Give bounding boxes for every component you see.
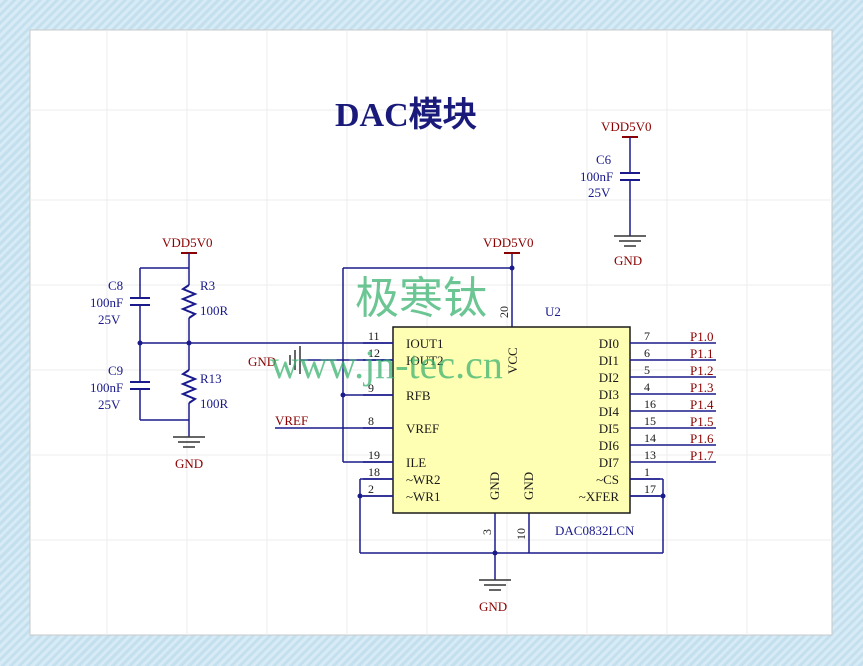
r3-zigzag bbox=[180, 284, 198, 319]
right-pin-name: DI7 bbox=[599, 455, 620, 470]
watermark-line2: www.jn-tec.cn bbox=[270, 342, 503, 387]
right-pin-number: 17 bbox=[644, 482, 656, 496]
vdd-label-mid: VDD5V0 bbox=[483, 235, 534, 250]
c8-ref: C8 bbox=[108, 278, 123, 293]
gnd2-pin-number: 10 bbox=[514, 528, 528, 540]
gnd-label-right: GND bbox=[614, 253, 642, 268]
net-label: P1.7 bbox=[690, 448, 714, 463]
divider-network: VDD5V0 C8 100nF 25V R3 100R C9 100nF 25V bbox=[90, 235, 229, 471]
grid bbox=[30, 30, 832, 635]
right-pin-name: DI4 bbox=[599, 404, 620, 419]
gnd-label-left: GND bbox=[175, 456, 203, 471]
vref-net-label: VREF bbox=[275, 413, 308, 428]
net-label: P1.6 bbox=[690, 431, 714, 446]
right-pin-name: DI6 bbox=[599, 438, 620, 453]
right-pin-number: 15 bbox=[644, 414, 656, 428]
c8-value: 100nF bbox=[90, 295, 123, 310]
left-pin-number: 9 bbox=[368, 381, 374, 395]
gnd-label-bottom: GND bbox=[479, 599, 507, 614]
chip-body bbox=[392, 326, 631, 514]
right-pin-number: 6 bbox=[644, 346, 650, 360]
right-pin-name: DI0 bbox=[599, 336, 619, 351]
left-pin-number: 2 bbox=[368, 482, 374, 496]
r13-zigzag bbox=[180, 369, 198, 404]
right-pin-number: 16 bbox=[644, 397, 656, 411]
left-pin-name: VREF bbox=[406, 421, 439, 436]
left-pin-name: IOUT2 bbox=[406, 353, 444, 368]
left-pin-number: 19 bbox=[368, 448, 380, 462]
left-pin-name: ILE bbox=[406, 455, 426, 470]
c6-voltage: 25V bbox=[588, 185, 611, 200]
gnd-symbol-bottom bbox=[479, 579, 511, 591]
right-pin-name: DI3 bbox=[599, 387, 619, 402]
gnd-symbol-right bbox=[614, 235, 646, 247]
r13-value: 100R bbox=[200, 396, 229, 411]
net-label: P1.0 bbox=[690, 329, 713, 344]
gnd-symbol-left bbox=[173, 436, 205, 448]
right-pin-number: 13 bbox=[644, 448, 656, 462]
net-label: P1.2 bbox=[690, 363, 713, 378]
c6-group: VDD5V0 C6 100nF 25V GND bbox=[580, 119, 652, 268]
c9-ref: C9 bbox=[108, 363, 123, 378]
vdd-label-left: VDD5V0 bbox=[162, 235, 213, 250]
right-pin-number: 14 bbox=[644, 431, 656, 445]
vcc-pin-name: VCC bbox=[505, 347, 520, 374]
r3-value: 100R bbox=[200, 303, 229, 318]
vcc-pin-number: 20 bbox=[497, 306, 511, 318]
net-label: P1.1 bbox=[690, 346, 713, 361]
right-pin-name: DI1 bbox=[599, 353, 619, 368]
junction-dots bbox=[340, 265, 666, 556]
chip-ref: U2 bbox=[545, 304, 561, 319]
gnd1-pin-name: GND bbox=[487, 472, 502, 500]
right-pin-name: DI2 bbox=[599, 370, 619, 385]
chip-part: DAC0832LCN bbox=[555, 523, 635, 538]
c9-value: 100nF bbox=[90, 380, 123, 395]
right-pin-name: ~CS bbox=[596, 472, 619, 487]
gnd-pin-symbol bbox=[289, 346, 301, 374]
r13-ref: R13 bbox=[200, 371, 222, 386]
net-label: P1.3 bbox=[690, 380, 713, 395]
left-pin-name: ~WR1 bbox=[406, 489, 440, 504]
left-pin-number: 12 bbox=[368, 346, 380, 360]
left-pin-name: ~WR2 bbox=[406, 472, 440, 487]
net-label: P1.5 bbox=[690, 414, 713, 429]
gnd1-pin-number: 3 bbox=[480, 529, 494, 535]
left-pin-number: 8 bbox=[368, 414, 374, 428]
r3-ref: R3 bbox=[200, 278, 215, 293]
left-pin-number: 18 bbox=[368, 465, 380, 479]
right-pin-number: 7 bbox=[644, 329, 650, 343]
right-pin-number: 1 bbox=[644, 465, 650, 479]
gnd2-pin-name: GND bbox=[521, 472, 536, 500]
left-pin-name: RFB bbox=[406, 388, 431, 403]
left-pin-name: IOUT1 bbox=[406, 336, 444, 351]
c6-ref: C6 bbox=[596, 152, 612, 167]
watermark-line1: 极寒钛 bbox=[355, 274, 487, 323]
net-label: P1.4 bbox=[690, 397, 714, 412]
c8-voltage: 25V bbox=[98, 312, 121, 327]
right-pin-number: 4 bbox=[644, 380, 650, 394]
gnd-pin-label: GND bbox=[248, 354, 276, 369]
right-pin-name: ~XFER bbox=[579, 489, 620, 504]
right-pin-number: 5 bbox=[644, 363, 650, 377]
left-pin-number: 11 bbox=[368, 329, 380, 343]
c9-voltage: 25V bbox=[98, 397, 121, 412]
vdd-label-right: VDD5V0 bbox=[601, 119, 652, 134]
right-pin-name: DI5 bbox=[599, 421, 619, 436]
c6-value: 100nF bbox=[580, 169, 613, 184]
page-title: DAC模块 bbox=[335, 96, 477, 134]
